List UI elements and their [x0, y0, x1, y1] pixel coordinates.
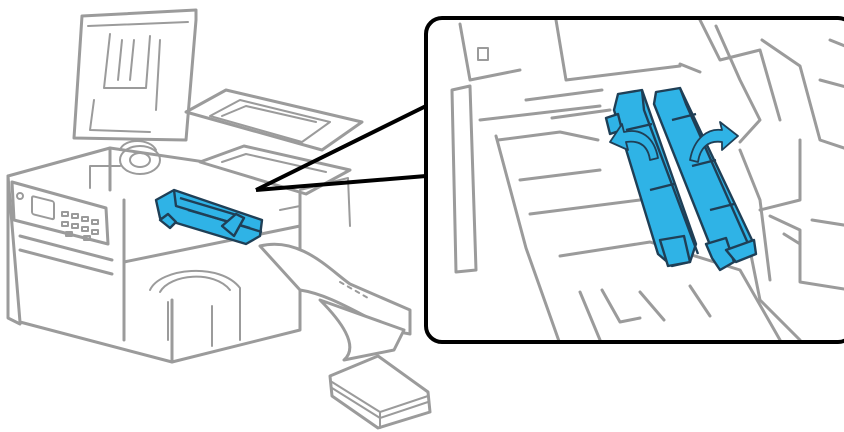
- printer-illustration: [8, 10, 430, 428]
- paper-stack: [330, 356, 430, 428]
- zoom-detail-panel: [426, 18, 844, 344]
- printer-top-cover: [74, 10, 196, 140]
